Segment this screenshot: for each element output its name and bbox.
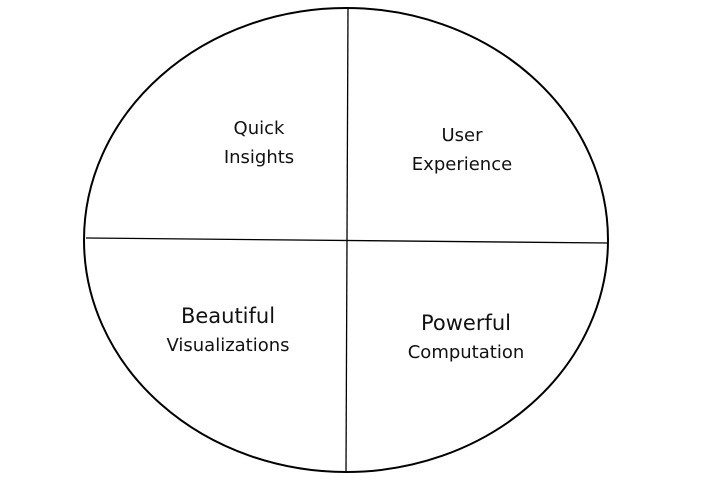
- quadrant-bottom-left-line1: Beautiful: [180, 304, 276, 328]
- quadrant-top-left-line2: Insights: [223, 147, 295, 168]
- quadrant-bottom-left: Beautiful Visualizations: [153, 302, 303, 360]
- quadrant-bottom-left-line2: Visualizations: [166, 335, 290, 356]
- quadrant-top-left: Quick Insights: [209, 114, 309, 172]
- vertical-divider: [345, 6, 349, 473]
- quadrant-top-left-line1: Quick: [233, 118, 285, 139]
- quadrant-top-right-line1: User: [441, 125, 483, 146]
- quadrant-bottom-right-line1: Powerful: [420, 311, 512, 335]
- quadrant-top-right: User Experience: [392, 121, 532, 179]
- horizontal-divider: [85, 237, 609, 244]
- quadrant-bottom-right: Powerful Computation: [396, 309, 536, 367]
- quadrant-bottom-right-line2: Computation: [407, 342, 525, 363]
- quadrant-top-right-line2: Experience: [411, 154, 513, 175]
